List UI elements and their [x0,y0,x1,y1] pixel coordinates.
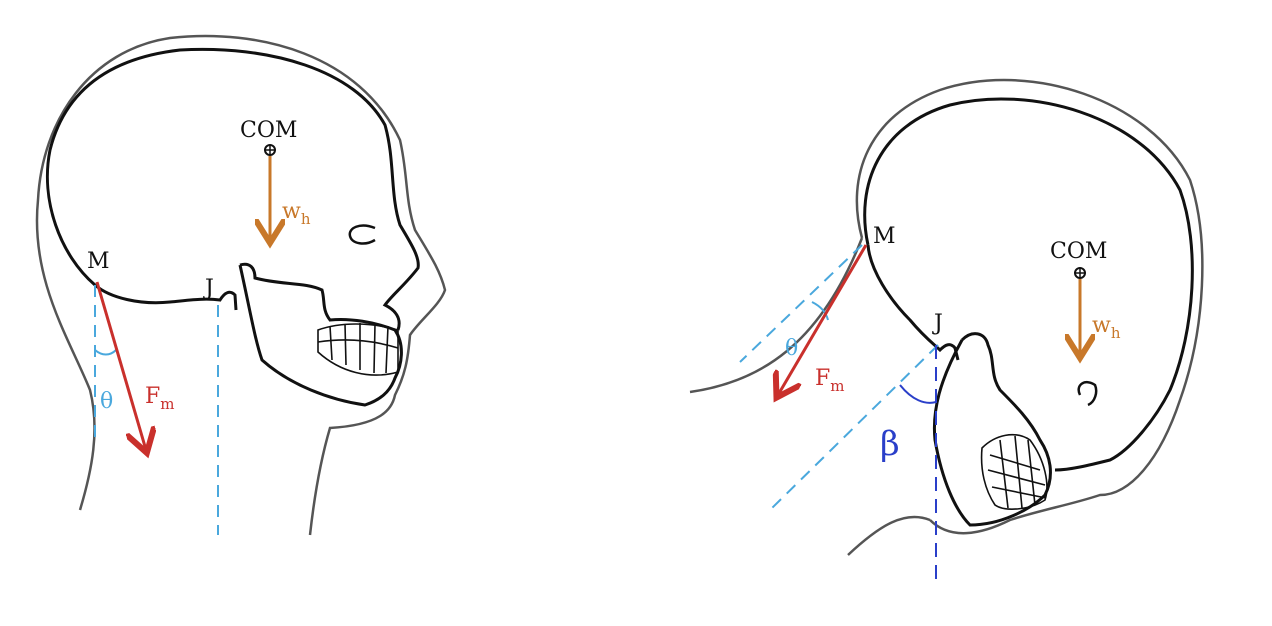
right-j-label: J [932,311,943,336]
right-lower-neck [847,515,931,556]
right-force-label: Fm [815,366,845,395]
left-force-label: Fm [145,384,175,413]
right-com-label: COM [1050,239,1107,264]
flexed-head-figure: COM M J θ β Fm wh [689,78,1204,585]
right-theta-label: θ [785,336,798,361]
right-com-marker [1074,267,1086,279]
right-weight-label: wh [1092,313,1121,342]
right-eye-socket [1077,380,1098,407]
right-jaw [932,332,1052,527]
right-muscle-force-arrow [778,244,868,395]
right-neck-reference-lower [771,344,939,509]
left-muscle-force-arrow [95,281,146,450]
left-m-label: M [87,249,110,274]
right-beta-arc [899,384,937,404]
right-skin-outline [855,78,1204,535]
upright-head-figure: COM M J θ Fm wh [35,34,447,536]
left-skin-outline [35,34,447,536]
left-skull-base [94,283,238,311]
left-skull-outline [45,47,420,331]
left-eye-socket [348,224,376,245]
right-teeth [980,433,1048,510]
right-skull-outline [863,97,1194,472]
left-weight-label: wh [282,199,311,228]
right-neck-reference-upper [739,244,863,363]
right-m-label: M [873,224,896,249]
right-neck-skin [689,237,864,394]
right-skull-base [866,244,960,361]
left-theta-label: θ [100,389,113,414]
right-theta-arc [811,301,829,321]
right-beta-label: β [880,424,900,464]
left-theta-arc [94,349,117,356]
left-com-marker [264,144,276,156]
left-teeth [317,323,399,376]
left-com-label: COM [240,118,297,143]
left-jaw [238,262,403,407]
left-j-label: J [203,276,214,301]
